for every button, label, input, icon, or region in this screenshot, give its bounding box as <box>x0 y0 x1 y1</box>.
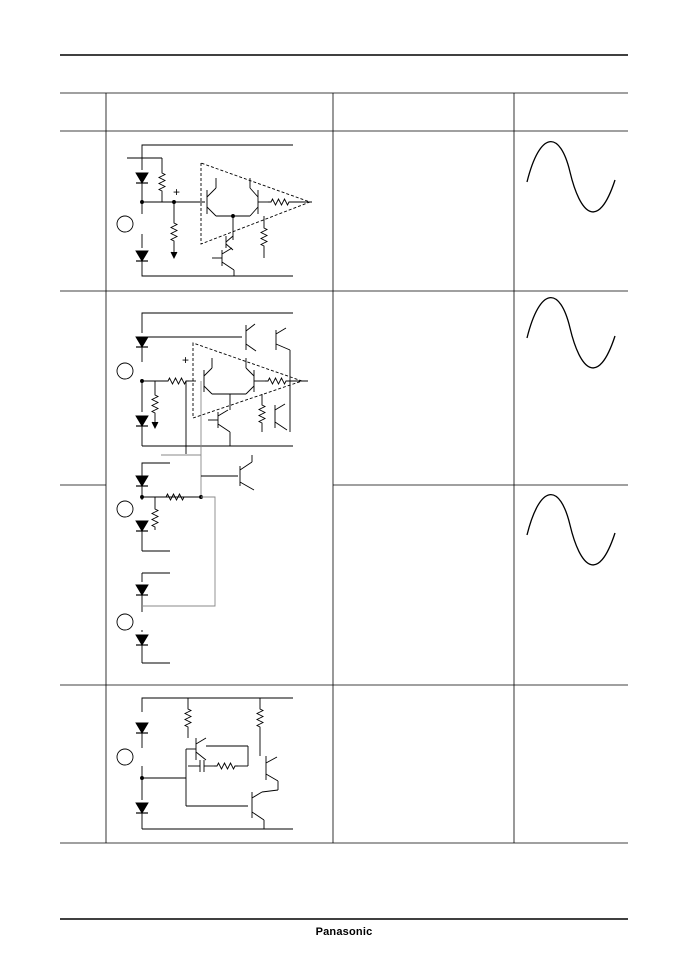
waveform-sine-2 <box>526 297 616 369</box>
circuit-1: + <box>116 144 312 277</box>
circuit-4 <box>116 697 293 830</box>
waveform-sine-3 <box>526 494 616 566</box>
svg-text:+: + <box>173 185 180 199</box>
circuit-2: + <box>116 312 308 664</box>
spec-table-grid <box>60 92 628 844</box>
footer-brand-logo: Panasonic <box>315 926 373 938</box>
svg-text:+: + <box>182 353 189 367</box>
waveform-sine-1 <box>526 141 616 213</box>
